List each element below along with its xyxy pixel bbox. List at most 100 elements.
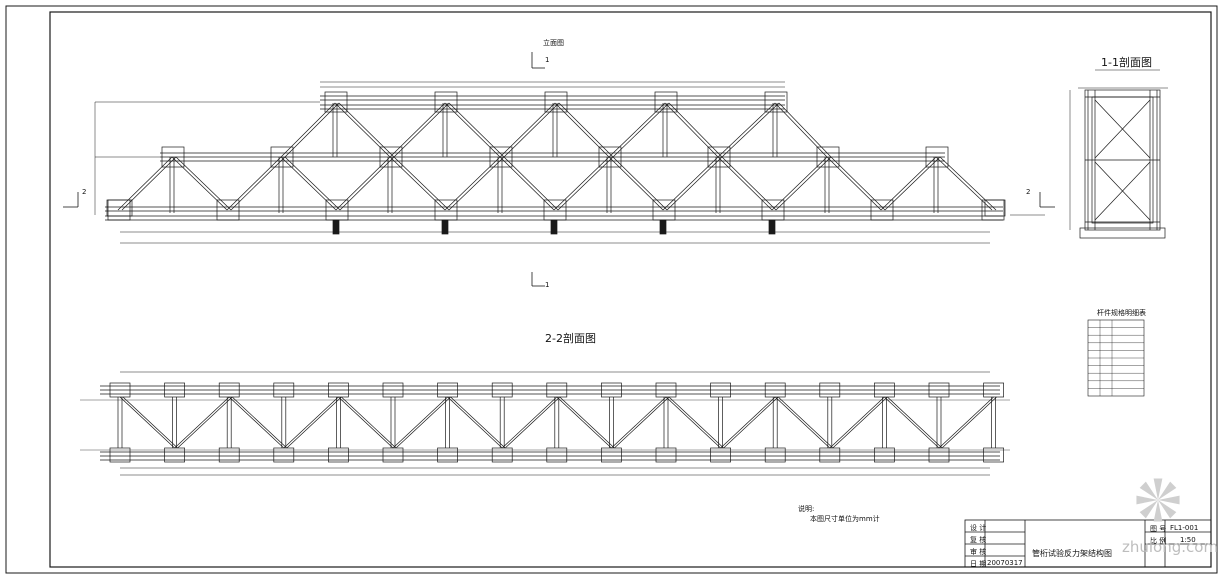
scale-value: 1:50 [1180, 536, 1196, 544]
plan-node-plate [819, 382, 841, 398]
drawing-number: FL1-001 [1170, 524, 1199, 532]
watermark-petal [1139, 481, 1158, 500]
title-block-date-label: 日 期 [970, 560, 987, 568]
diagonal-member [557, 156, 614, 211]
plan-diagonal [941, 396, 997, 449]
diagonal-member [226, 156, 282, 211]
plan-node-plate [491, 382, 513, 398]
plan-node-plate [655, 447, 677, 463]
diagonal-member [444, 102, 501, 158]
diagonal-member [171, 156, 228, 211]
plan-diagonal [829, 396, 885, 449]
diagonal-member [939, 156, 997, 211]
plan-node-plate [928, 382, 950, 398]
truss-elevation [63, 52, 1055, 287]
title-block-reviewer: 审 核 [970, 548, 987, 556]
plan-diagonal [122, 396, 178, 449]
support-block [768, 219, 776, 235]
diagonal-member [778, 102, 832, 158]
title-block-checker: 复 核 [970, 536, 987, 544]
gusset-plate [598, 146, 622, 168]
gusset-plate [707, 146, 731, 168]
plan-node-plate [710, 382, 731, 398]
watermark-petal [1158, 500, 1177, 519]
diagonal-member [444, 156, 501, 211]
diagonal-member [664, 102, 719, 158]
end-support [984, 199, 1006, 217]
diagonal-member [339, 156, 395, 211]
diagonal-member [553, 156, 610, 211]
diagonal-member [280, 156, 337, 211]
plan-node-plate [546, 447, 568, 463]
diagonal-member [826, 156, 882, 211]
diagonal-member [503, 156, 559, 211]
plan-diagonal [501, 396, 558, 449]
gusset-plate [107, 199, 131, 221]
section-mark-left: 2 [82, 188, 87, 196]
plan-node-plate [109, 447, 131, 463]
diagonal-member [608, 102, 666, 158]
diagonal-member [935, 156, 993, 211]
gusset-plate [161, 146, 185, 168]
plan-diagonal [338, 396, 394, 449]
title-block-date: 20070317 [987, 559, 1023, 567]
watermark-petal [1136, 495, 1158, 505]
diagonal-member [448, 102, 505, 158]
section-1-1-label: 1-1剖面图 [1101, 56, 1152, 69]
plan-diagonal [774, 396, 831, 449]
plan-node-plate [764, 447, 786, 463]
diagonal-member [662, 156, 719, 211]
diagonal-member [666, 156, 723, 211]
gusset-plate [270, 146, 294, 168]
title-block-designer: 设 计 [970, 524, 987, 532]
gusset-plate [544, 91, 568, 113]
plan-node-plate [874, 447, 895, 463]
plan-node-plate [382, 382, 404, 398]
plan-node-plate [164, 382, 185, 398]
plan-diagonal [887, 396, 943, 449]
plan-diagonal [283, 396, 339, 449]
diagonal-member [668, 102, 723, 158]
diagonal-member [280, 102, 336, 158]
diagonal-member [884, 156, 941, 211]
diagonal-member [121, 156, 177, 211]
elevation-label: 立面图 [543, 39, 564, 47]
scale-label: 比 例 [1150, 537, 1167, 545]
gusset-plate [216, 199, 240, 221]
gusset-plate [764, 91, 788, 113]
diagonal-member [717, 156, 773, 211]
diagonal-member [830, 156, 886, 211]
gusset-plate [379, 146, 403, 168]
section-2-2-label: 2-2剖面图 [545, 332, 596, 345]
plan-diagonal [231, 396, 288, 449]
plan-diagonal [559, 396, 615, 449]
gusset-plate [925, 146, 949, 168]
section-mark-bottom: 1 [545, 281, 550, 289]
watermark-petal [1153, 500, 1163, 522]
diagonal-member [880, 156, 937, 211]
watermark-petal [1139, 500, 1158, 519]
watermark-logo [1136, 478, 1180, 522]
notes-heading: 说明: [798, 505, 815, 513]
drawing-number-label: 图 号 [1150, 525, 1167, 533]
plan-node-plate [437, 447, 458, 463]
plan-diagonal [665, 396, 721, 449]
member-schedule-table [1087, 319, 1145, 397]
diagonal-member [175, 156, 232, 211]
diagonal-member [117, 156, 173, 211]
plan-diagonal [556, 396, 612, 449]
section-brace [1094, 161, 1151, 221]
plan-diagonal [884, 396, 940, 449]
diagonal-member [775, 156, 832, 211]
table-title: 杆件规格明细表 [1097, 309, 1146, 317]
plan-diagonal [177, 396, 233, 449]
title-block-outline [964, 519, 1212, 568]
gusset-plate [434, 199, 458, 221]
plan-diagonal [832, 396, 888, 449]
support-block [550, 219, 558, 235]
drawing-frame [5, 5, 1218, 574]
plan-diagonal [447, 396, 503, 449]
watermark-petal [1158, 481, 1177, 500]
plan-node-plate [983, 447, 1004, 463]
